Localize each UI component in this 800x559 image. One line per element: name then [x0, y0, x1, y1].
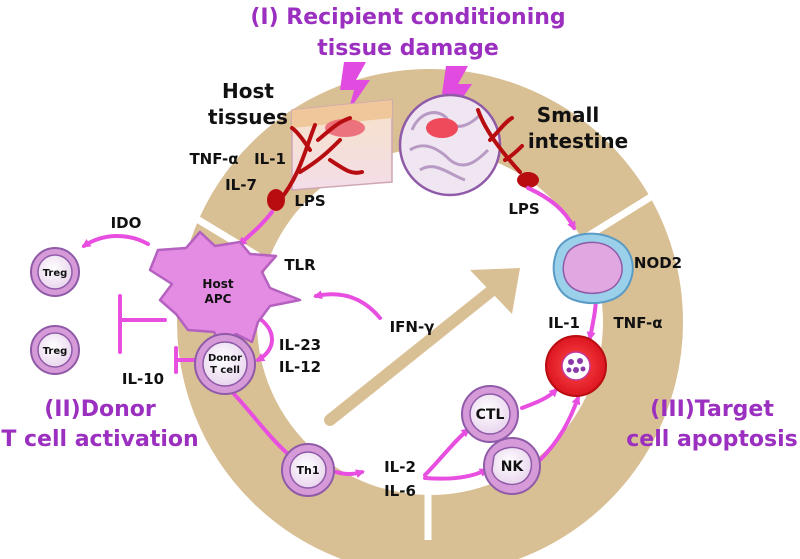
ctl-cell — [461, 385, 519, 443]
treg-label-1: Treg — [43, 268, 68, 279]
label-tlr: TLR — [284, 256, 316, 274]
label-il7: IL-7 — [225, 176, 257, 194]
lightning-icon-right — [442, 66, 472, 116]
donor-t-cell-label-line1: Donor — [208, 353, 242, 364]
host-tissue-block — [278, 99, 393, 202]
label-il6: IL-6 — [384, 482, 416, 500]
small-intestine-label-line1: Small — [537, 103, 599, 127]
th1-label: Th1 — [297, 464, 320, 477]
apoptotic-target-cell — [545, 335, 607, 397]
host-tissues-label-line2: tissues — [208, 105, 288, 129]
arrow-apc-to-treg — [81, 234, 150, 248]
label-il1-top: IL-1 — [254, 150, 286, 168]
arrow-ifng-to-apc — [313, 290, 382, 320]
macrophage-cell — [552, 232, 634, 305]
arrow-il-to-ctl — [423, 428, 471, 477]
nk-label: NK — [501, 459, 525, 475]
ctl-label: CTL — [476, 407, 505, 423]
nk-cell — [483, 437, 541, 495]
arrow-lps-to-apc — [237, 210, 274, 247]
donor-t-cell — [194, 333, 256, 395]
phase3-title-line1: (III)Target — [650, 397, 774, 422]
arrow-apc-to-donor — [254, 314, 274, 362]
label-il1-right: IL-1 — [548, 314, 580, 332]
label-ido: IDO — [111, 214, 142, 232]
phase3-title-line2: cell apoptosis — [626, 427, 798, 452]
label-tnfa-top: TNF-α — [189, 150, 238, 168]
arrow-nk-to-target — [538, 395, 581, 462]
treg-label-2: Treg — [43, 346, 68, 357]
host-apc-label-line1: Host — [202, 277, 233, 291]
arrow-ctl-to-target — [520, 387, 559, 410]
host-tissues-label-line1: Host — [222, 79, 274, 103]
label-nod2: NOD2 — [634, 254, 682, 272]
donor-t-cell-label-line2: T cell — [210, 365, 240, 376]
ring-divider-right — [586, 182, 672, 239]
small-intestine-label-line2: intestine — [528, 129, 628, 153]
treg-cell-2 — [30, 325, 80, 375]
small-intestine-sphere — [398, 93, 524, 197]
label-il23: IL-23 — [279, 336, 321, 354]
blood-drop-left — [267, 189, 285, 211]
cycle-direction-arrowhead — [470, 268, 520, 314]
arrow-il-to-nk — [423, 468, 489, 481]
label-il12: IL-12 — [279, 358, 321, 376]
label-ifng: IFN-γ — [390, 318, 435, 336]
label-il2: IL-2 — [384, 458, 416, 476]
treg-cell-1 — [30, 247, 80, 297]
host-apc-cell — [148, 230, 302, 350]
label-il10: IL-10 — [122, 370, 164, 388]
label-tnfa-right: TNF-α — [613, 314, 662, 332]
th1-cell — [281, 443, 335, 497]
blood-drop-right — [517, 172, 539, 188]
arrow-lps-to-macrophage — [526, 186, 576, 231]
phase2-title-line2: T cell activation — [1, 427, 198, 452]
lightning-icon-left — [340, 62, 370, 112]
label-lps-right: LPS — [508, 200, 539, 218]
cycle-direction-arrow — [324, 282, 501, 426]
phase2-title-line1: (II)Donor — [44, 397, 156, 422]
host-apc-label-line2: APC — [205, 292, 232, 306]
phase1-title-line2: tissue damage — [317, 36, 499, 61]
phase1-title-line1: (I) Recipient conditioning — [250, 5, 565, 30]
label-lps-left: LPS — [294, 192, 325, 210]
